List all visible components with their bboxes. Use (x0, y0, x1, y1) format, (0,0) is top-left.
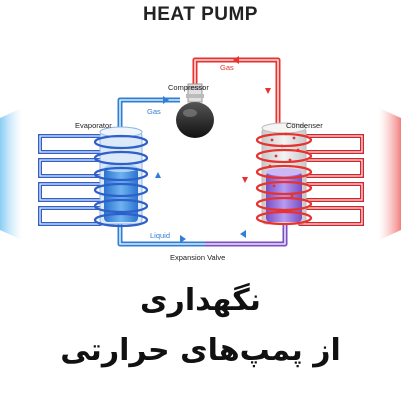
heat-pump-illustration: Compressor Evaporator Condenser Gas Gas … (0, 56, 401, 262)
gas-label-top: Gas (220, 63, 234, 72)
evaporator-unit (93, 126, 149, 228)
condenser-unit (255, 122, 313, 226)
compressor-label: Compressor (168, 83, 209, 92)
condenser-label: Condenser (286, 121, 323, 130)
evaporator-outside-coil (38, 134, 102, 226)
compressor-unit (176, 83, 214, 138)
cold-air-arrow (0, 108, 22, 240)
diagram-title: HEAT PUMP (143, 4, 258, 25)
evaporator-label: Evaporator (75, 121, 112, 130)
liquid-label: Liquid (150, 231, 170, 240)
flow-arrows (155, 56, 271, 243)
gas-label-left: Gas (147, 107, 161, 116)
condenser-outside-coil (298, 134, 364, 226)
caption-line-2: از پمپ‌های حرارتی (60, 333, 341, 368)
expansion-valve-label: Expansion Valve (170, 253, 225, 262)
hot-air-arrow (379, 108, 401, 240)
caption-line-1: نگهداری (140, 283, 261, 318)
